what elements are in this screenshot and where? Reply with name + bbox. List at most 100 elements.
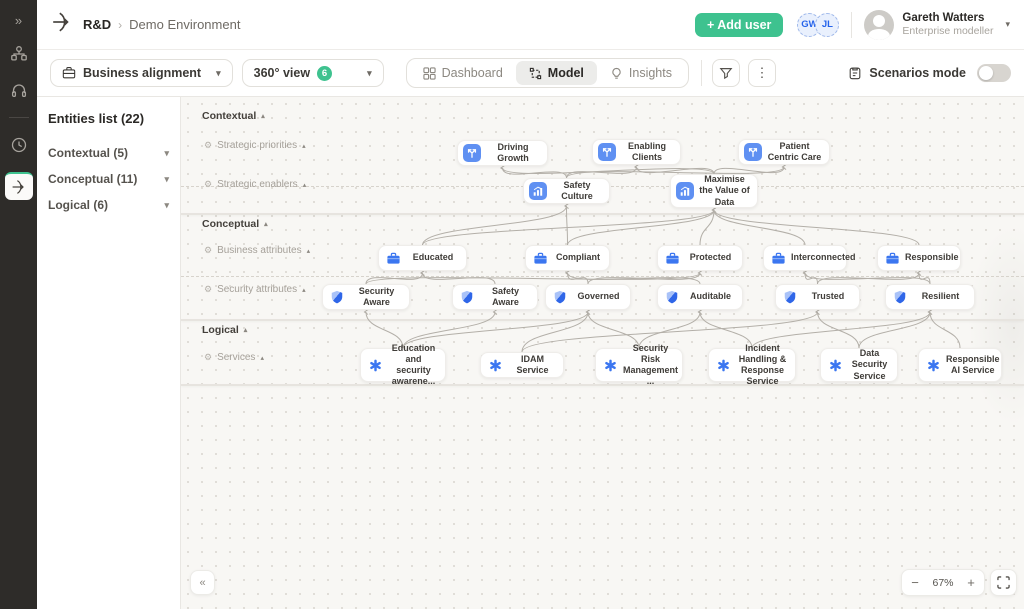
lens-dropdown[interactable]: 360° view 6 ▾ (241, 59, 384, 87)
view-mode-tabs: Dashboard Model Insights (405, 58, 689, 88)
collapse-caret-icon: ▴ (302, 142, 306, 150)
support-headphones-icon[interactable] (10, 81, 28, 99)
canvas-node-protected[interactable]: Protected (657, 245, 743, 271)
collaborator-avatars: GW JL (797, 12, 840, 37)
collapse-caret-icon: ▴ (302, 181, 307, 189)
entities-group-conceptual[interactable]: Conceptual (11) ▾ (48, 172, 169, 186)
chevron-down-icon: ▾ (216, 67, 221, 78)
funnel-icon (719, 68, 733, 80)
canvas-node-education-awareness[interactable]: Education and security awarene... (360, 343, 446, 386)
canvas-node-enabling-clients[interactable]: Enabling Clients (592, 139, 681, 165)
node-label: Governed (577, 291, 620, 302)
chevron-down-icon: ▾ (367, 67, 372, 78)
grid-icon (422, 66, 436, 80)
canvas-node-security-risk[interactable]: Security Risk Management ... (595, 343, 683, 386)
zoom-in-button[interactable]: + (967, 575, 975, 590)
lens-dropdown-label: 360° view (253, 66, 311, 80)
lens-count-badge: 6 (317, 65, 333, 81)
header-divider (851, 11, 853, 38)
zoom-level: 67% (932, 576, 954, 589)
node-label: Security Risk Management ... (623, 342, 679, 387)
lane-label-contextual[interactable]: Contextual▴ (202, 110, 265, 122)
row-label-services[interactable]: ⚙Services▴ (204, 352, 264, 363)
canvas-node-idam-service[interactable]: IDAM Service (480, 352, 564, 378)
row-label-strategic-enablers[interactable]: ⚙Strategic enablers▴ (204, 179, 307, 190)
battr-icon (384, 249, 402, 267)
user-role: Enterprise modeller (902, 25, 994, 38)
canvas-node-responsible-ai[interactable]: Responsible AI Service (918, 348, 1002, 382)
breadcrumb-separator: › (118, 17, 123, 32)
sattr-icon (663, 288, 681, 306)
row-separator (181, 276, 1024, 277)
node-label: Responsible (905, 252, 959, 263)
canvas-node-patient-centric-care[interactable]: Patient Centric Care (738, 139, 830, 165)
more-options-button[interactable]: ⋮ (747, 59, 776, 87)
hierarchy-icon[interactable] (10, 45, 28, 63)
chevron-down-icon: ▾ (164, 173, 169, 184)
breadcrumb-workspace[interactable]: R&D (83, 17, 112, 32)
view-dropdown[interactable]: Business alignment ▾ (50, 59, 233, 87)
canvas-node-governed[interactable]: Governed (545, 284, 631, 310)
service-icon (924, 356, 942, 374)
row-label-security-attributes[interactable]: ⚙Security attributes▴ (204, 284, 306, 295)
lane-label-conceptual[interactable]: Conceptual▴ (202, 218, 268, 230)
tab-dashboard[interactable]: Dashboard (410, 61, 516, 85)
battr-icon (769, 249, 787, 267)
canvas-node-safety-aware[interactable]: Safety Aware (452, 284, 538, 310)
lane-separator (181, 319, 1024, 321)
service-icon (601, 356, 619, 374)
tab-insights[interactable]: Insights (597, 61, 685, 85)
scenarios-mode-toggle[interactable] (977, 64, 1011, 82)
entities-group-logical[interactable]: Logical (6) ▾ (48, 198, 169, 212)
lane-label-logical[interactable]: Logical▴ (202, 324, 248, 336)
canvas-node-incident-handling[interactable]: Incident Handling & Response Service (708, 343, 796, 386)
canvas-node-compliant[interactable]: Compliant (525, 245, 610, 271)
entities-panel-title: Entities list (22) (48, 111, 145, 126)
gear-icon: ⚙ (204, 179, 213, 189)
header: R&D › Demo Environment + Add user GW JL … (37, 0, 1024, 50)
battr-icon (531, 249, 549, 267)
edge-layer (363, 164, 961, 353)
collapse-caret-icon: ▴ (261, 113, 265, 120)
canvas-node-responsible[interactable]: Responsible (877, 245, 961, 271)
expand-rail-icon[interactable]: » (14, 13, 23, 28)
canvas-node-auditable[interactable]: Auditable (657, 284, 743, 310)
history-clock-icon[interactable] (10, 136, 28, 154)
model-canvas[interactable]: Contextual▴ Conceptual▴ Logical▴ ⚙Strategic… (181, 97, 1024, 609)
filter-button[interactable] (711, 59, 740, 87)
collapse-caret-icon: ▴ (243, 327, 248, 334)
canvas-node-maximise-value-data[interactable]: Maximise the Value of Data (670, 174, 758, 208)
sattr-icon (551, 288, 569, 306)
user-avatar (864, 9, 895, 40)
row-label-business-attributes[interactable]: ⚙Business attributes▴ (204, 245, 311, 256)
gear-icon: ⚙ (204, 245, 213, 255)
canvas-node-driving-growth[interactable]: Driving Growth (457, 140, 548, 166)
canvas-node-resilient[interactable]: Resilient (885, 284, 975, 310)
user-menu[interactable]: Gareth Watters Enterprise modeller ▾ (864, 9, 1010, 40)
canvas-node-data-security[interactable]: Data Security Service (820, 348, 898, 382)
zoom-out-button[interactable]: − (911, 575, 919, 590)
gear-icon: ⚙ (204, 140, 213, 150)
entities-group-contextual[interactable]: Contextual (5) ▾ (48, 146, 169, 160)
breadcrumb-project[interactable]: Demo Environment (129, 17, 241, 32)
add-user-button[interactable]: + Add user (694, 12, 784, 37)
active-module-tile[interactable] (4, 172, 33, 200)
canvas-node-safety-culture[interactable]: Safety Culture (523, 178, 610, 204)
node-label: Protected (689, 252, 732, 263)
battr-icon (883, 249, 901, 267)
fit-view-button[interactable] (990, 569, 1017, 596)
collapse-panel-button[interactable]: « (190, 570, 215, 595)
model-path-icon (529, 67, 541, 79)
avatar-chip[interactable]: JL (815, 12, 840, 37)
collapse-caret-icon: ▴ (306, 247, 311, 255)
node-label: Educated (412, 252, 454, 263)
node-label: Education and security awarene... (391, 342, 436, 387)
canvas-node-security-aware[interactable]: Security Aware (322, 284, 410, 310)
canvas-node-trusted[interactable]: Trusted (775, 284, 860, 310)
tab-model[interactable]: Model (515, 61, 597, 85)
row-label-strategic-priorities[interactable]: ⚙Strategic priorities▴ (204, 140, 306, 151)
scenarios-mode-control: Scenarios mode (848, 64, 1011, 82)
canvas-node-educated[interactable]: Educated (378, 245, 467, 271)
canvas-node-interconnected[interactable]: Interconnected (763, 245, 856, 271)
